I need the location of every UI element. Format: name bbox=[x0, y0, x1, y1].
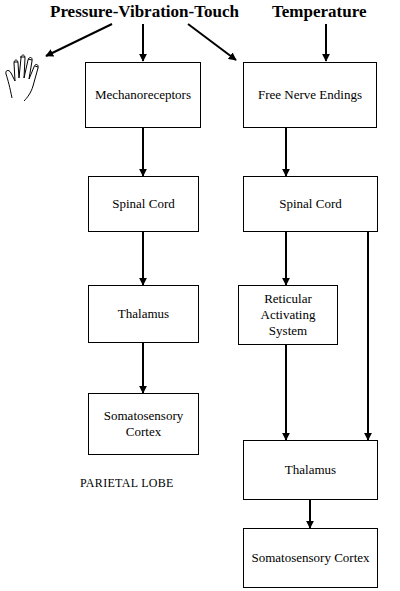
process-box: Somatosensory Cortex bbox=[243, 528, 378, 588]
process-box: Mechanoreceptors bbox=[85, 62, 201, 128]
process-box: Reticular Activating System bbox=[238, 285, 338, 345]
box-text: Somatosensory Cortex bbox=[251, 550, 369, 566]
arrow-line bbox=[188, 24, 236, 60]
arrow-line bbox=[46, 24, 112, 56]
box-text: Free Nerve Endings bbox=[258, 87, 362, 103]
flow-arrow bbox=[367, 232, 369, 440]
box-text: Thalamus bbox=[118, 306, 169, 322]
process-box: Thalamus bbox=[243, 440, 378, 500]
flow-arrow bbox=[285, 128, 287, 176]
process-box: Spinal Cord bbox=[243, 176, 378, 232]
flow-arrow bbox=[142, 343, 144, 393]
hand-illustration bbox=[6, 55, 38, 101]
fingernail-marks bbox=[14, 57, 38, 67]
section-heading: Temperature bbox=[272, 2, 366, 22]
heading-arrows bbox=[46, 24, 326, 61]
process-box: Somatosensory Cortex bbox=[88, 393, 199, 455]
box-text: Somatosensory Cortex bbox=[95, 408, 192, 441]
box-text: Mechanoreceptors bbox=[95, 87, 191, 103]
box-text: Thalamus bbox=[285, 462, 336, 478]
region-note: PARIETAL LOBE bbox=[80, 476, 174, 491]
flow-arrow bbox=[285, 345, 287, 440]
arrow-line bbox=[325, 24, 327, 61]
flow-arrow bbox=[285, 232, 287, 285]
box-text: Spinal Cord bbox=[279, 196, 341, 212]
process-box: Spinal Cord bbox=[88, 176, 199, 232]
section-heading: Pressure-Vibration-Touch bbox=[50, 2, 239, 22]
process-box: Free Nerve Endings bbox=[243, 62, 377, 128]
flow-arrow bbox=[309, 500, 311, 528]
box-text: Spinal Cord bbox=[112, 196, 174, 212]
hand-outline bbox=[6, 55, 38, 101]
flow-arrow bbox=[142, 232, 144, 285]
arrow-line bbox=[142, 24, 144, 61]
flow-arrow bbox=[142, 128, 144, 176]
box-text: Reticular Activating System bbox=[245, 291, 331, 340]
process-box: Thalamus bbox=[88, 285, 199, 343]
